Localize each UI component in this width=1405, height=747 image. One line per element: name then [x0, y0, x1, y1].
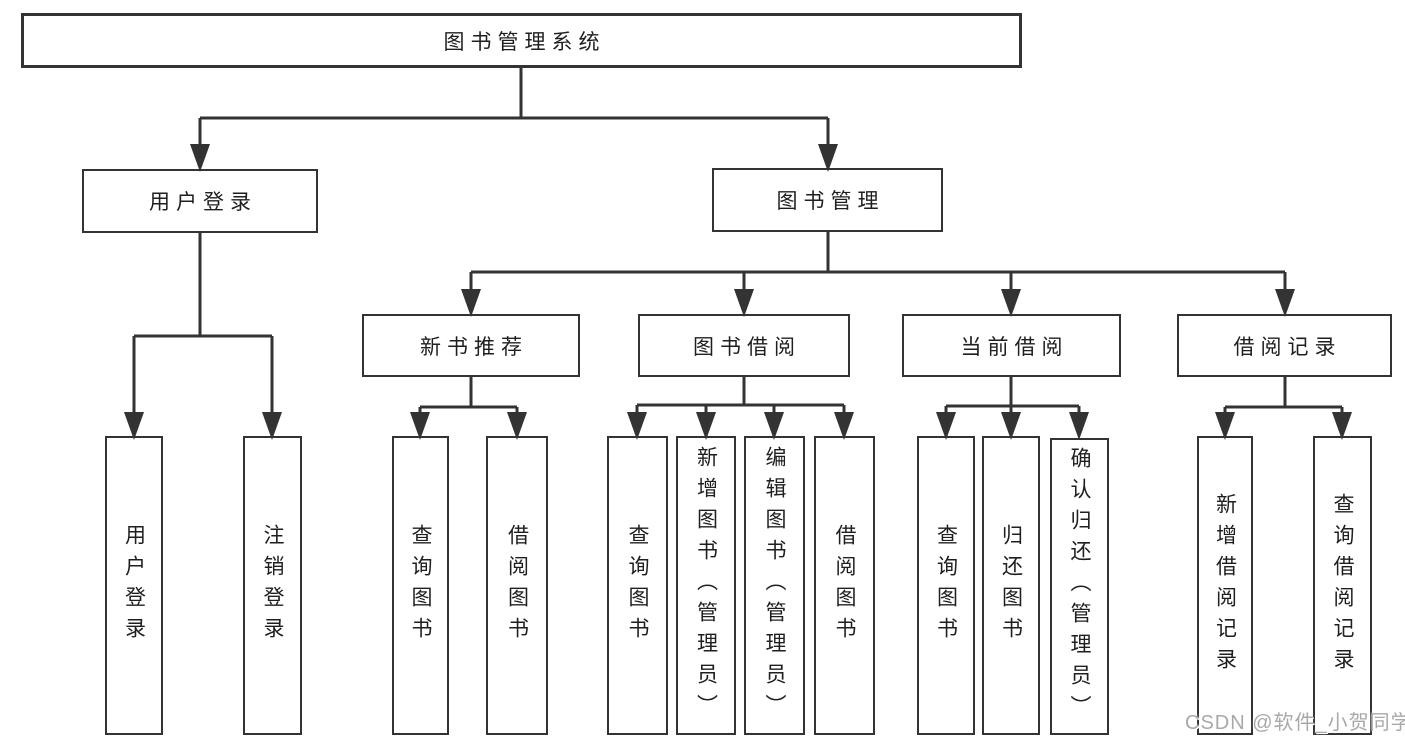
node-new-book-recommendation: 新书推荐 — [362, 314, 580, 377]
leaf-query-books-1: 查询图书 — [392, 436, 449, 735]
leaf-add-books-admin: 新增图书（管理员） — [676, 436, 736, 735]
leaf-borrow-books-2: 借阅图书 — [814, 436, 875, 735]
node-current-borrowing: 当前借阅 — [902, 314, 1121, 377]
leaf-query-borrow-record: 查询借阅记录 — [1313, 436, 1372, 735]
leaf-add-borrow-record: 新增借阅记录 — [1197, 436, 1253, 735]
leaf-confirm-return-admin: 确认归还（管理员） — [1050, 438, 1109, 735]
leaf-return-books: 归还图书 — [982, 436, 1040, 735]
leaf-query-books-2: 查询图书 — [607, 436, 668, 735]
node-book-borrowing: 图书借阅 — [638, 314, 850, 377]
leaf-user-login: 用户登录 — [105, 436, 163, 735]
leaf-logout: 注销登录 — [243, 436, 302, 735]
leaf-borrow-books-1: 借阅图书 — [486, 436, 548, 735]
node-book-management: 图书管理 — [712, 168, 943, 232]
leaf-query-books-3: 查询图书 — [917, 436, 975, 735]
node-book-management-system: 图书管理系统 — [21, 13, 1022, 68]
node-user-login: 用户登录 — [82, 169, 318, 233]
node-borrowing-records: 借阅记录 — [1177, 314, 1392, 377]
watermark-text: CSDN @软件_小贺同学 — [1185, 712, 1405, 734]
leaf-edit-books-admin: 编辑图书（管理员） — [744, 436, 805, 735]
